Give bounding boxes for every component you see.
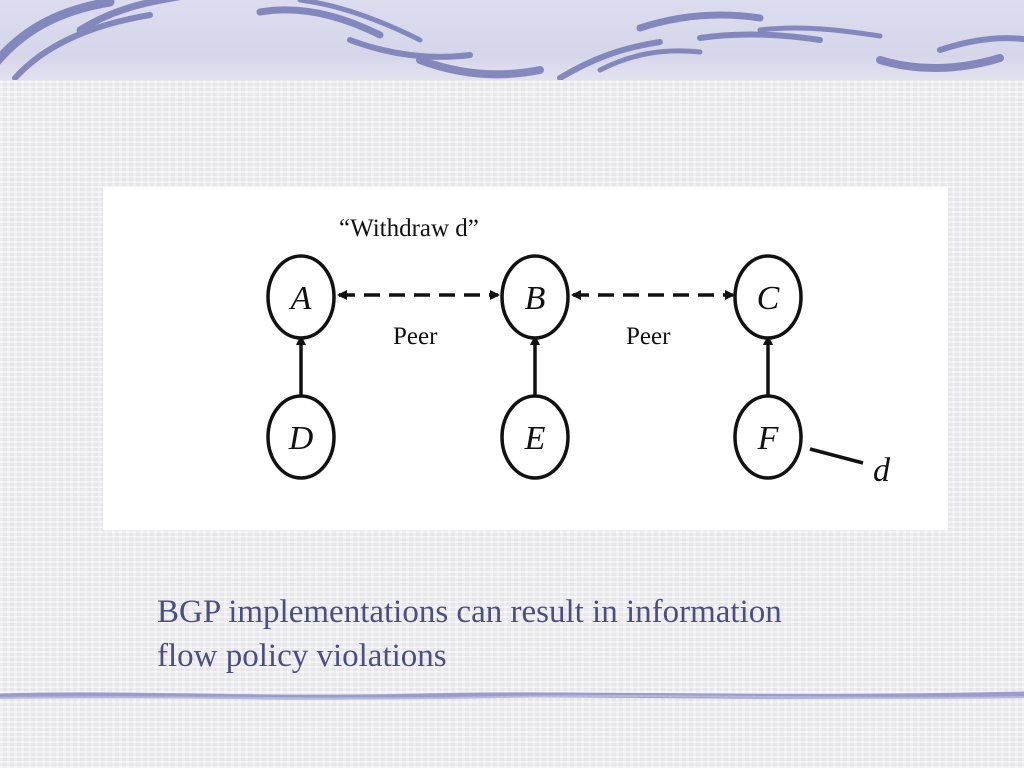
- decorative-header-band: [0, 0, 1024, 80]
- caption-line-1: BGP implementations can result in inform…: [157, 594, 782, 630]
- withdraw-annotation: “Withdraw d”: [339, 215, 479, 242]
- peer-label-bc: Peer: [626, 323, 671, 350]
- node-b-label: B: [525, 280, 546, 317]
- bgp-topology-figure: “Withdraw d” Peer Peer A B C D E: [103, 187, 948, 530]
- node-a-label: A: [289, 280, 312, 317]
- peer-label-ab: Peer: [393, 323, 438, 350]
- prefix-link-f-d: [809, 447, 864, 465]
- caption-line-2: flow policy violations: [157, 638, 447, 674]
- node-f: F: [733, 394, 803, 480]
- swirl-decoration: [0, 0, 1024, 80]
- node-e-label: E: [524, 420, 546, 457]
- node-c-label: C: [757, 280, 780, 317]
- prefix-d-label: d: [873, 452, 891, 489]
- bottom-swirl-line: [0, 691, 1024, 700]
- topology-diagram: “Withdraw d” Peer Peer A B C D E: [266, 215, 891, 489]
- decorative-bottom-rule: [0, 688, 1024, 704]
- node-e: E: [500, 394, 570, 480]
- node-d: D: [266, 394, 336, 480]
- node-c: C: [733, 254, 803, 340]
- node-d-label: D: [288, 420, 314, 457]
- slide-caption: BGP implementations can result in inform…: [157, 590, 937, 678]
- node-f-label: F: [757, 420, 780, 457]
- node-b: B: [500, 254, 570, 340]
- node-a: A: [266, 254, 336, 340]
